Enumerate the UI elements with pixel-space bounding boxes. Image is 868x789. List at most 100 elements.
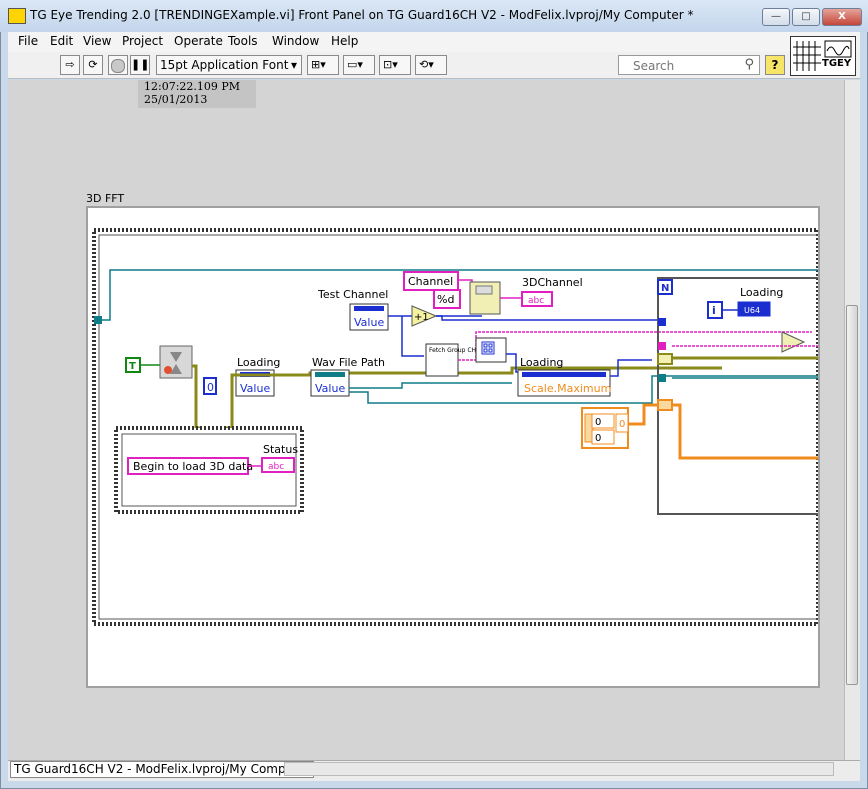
date-text: 25/01/2013 [144, 93, 208, 106]
loading2-ref-icon [522, 372, 606, 377]
abort-icon[interactable] [108, 55, 128, 75]
channel3d-indicator[interactable] [521, 291, 553, 307]
error-wire-3 [192, 364, 202, 430]
reorder-icon[interactable]: ⟲▾ [415, 55, 447, 75]
menu-edit[interactable]: Edit [50, 34, 74, 48]
for-loop-count-terminal [657, 279, 673, 295]
project-path: TG Guard16CH V2 - ModFelix.lvproj/My Com… [10, 761, 315, 778]
font-select[interactable]: 15pt Application Font▾ [156, 55, 302, 75]
run-continuously-icon[interactable]: ⟳ [83, 55, 103, 75]
hourglass-icon [170, 352, 182, 374]
horizontal-scrollbar[interactable] [284, 762, 834, 776]
array-value-0: 0 [595, 417, 601, 428]
test-channel-label: Test Channel [317, 288, 388, 301]
sequence-frame [92, 228, 818, 626]
minimize-button[interactable]: — [762, 8, 790, 26]
timer-dot-icon [164, 366, 172, 374]
loop-tunnel-teal [658, 374, 666, 382]
array-size-node[interactable] [475, 337, 507, 363]
menu-tools[interactable]: Tools [228, 34, 258, 48]
vertical-scrollbar-thumb[interactable] [846, 305, 858, 685]
menu-bar [8, 32, 860, 52]
run-arrow-icon[interactable]: ⇨ [60, 55, 80, 75]
time-text: 12:07:22.109 PM [144, 80, 241, 93]
channel3d-label: 3DChannel [522, 276, 583, 289]
compare-node [781, 331, 806, 353]
context-help-button[interactable]: ? [765, 55, 785, 75]
teal-path-wire [349, 382, 512, 389]
vi-icon-label: TGEY [822, 58, 852, 69]
for-loop-structure[interactable] [657, 277, 818, 515]
resize-objects-icon[interactable]: ⊡▾ [379, 55, 411, 75]
distribute-objects-icon[interactable]: ▭▾ [343, 55, 375, 75]
orange-array-wire [672, 403, 818, 460]
loading-u64-indicator[interactable] [737, 301, 771, 317]
increment-text: +1 [414, 312, 429, 323]
window-title: TG Eye Trending 2.0 [TRENDINGEXample.vi]… [30, 8, 694, 22]
array-index-text: 0 [619, 419, 625, 430]
search-icon[interactable]: ⚲ [744, 57, 754, 72]
for-loop-i-text: i [712, 304, 716, 317]
numeric-constant[interactable] [203, 377, 217, 395]
tunnel-teal [94, 316, 102, 324]
teal-wire-top [96, 269, 818, 321]
orange-const-wire [628, 403, 658, 426]
numeric-constant-text: 0 [207, 381, 214, 394]
font-select-value: 15pt Application Font [160, 58, 289, 72]
menu-operate[interactable]: Operate [174, 34, 223, 48]
channel-label: Channel [408, 275, 453, 288]
array-element-2 [591, 429, 615, 445]
search-input[interactable] [631, 58, 747, 74]
loop-tunnel-pink [658, 342, 666, 350]
menu-window[interactable]: Window [272, 34, 320, 48]
shift-register-error [657, 353, 673, 365]
status-label: Status [263, 443, 298, 456]
chevron-down-icon: ▾ [290, 58, 297, 72]
format-string-constant[interactable] [433, 289, 461, 309]
teal-path-wire-2 [349, 375, 818, 404]
status-abc-text: abc [268, 462, 284, 472]
format-string-text: %d [437, 293, 454, 306]
test-channel-ref-icon [354, 306, 384, 311]
shift-register-array [657, 399, 673, 411]
tab-3d-fft[interactable]: 3D FFT [86, 192, 125, 205]
labview-app-icon [8, 8, 26, 24]
loading-value-text: Value [240, 382, 270, 395]
maximize-button[interactable]: □ [792, 8, 820, 26]
menu-project[interactable]: Project [122, 34, 164, 48]
array-value-1: 0 [595, 433, 601, 444]
u64-text: U64 [744, 306, 760, 315]
fetch-group-node[interactable] [425, 343, 459, 377]
format-icon [475, 285, 493, 295]
sequence-frame-inner [98, 234, 818, 620]
title-bar[interactable] [0, 0, 868, 32]
fetch-group-text: Fetch Group CHNam [429, 347, 490, 354]
channel-label-frame [403, 271, 459, 291]
vi-icon-grid-icon [793, 40, 852, 71]
ref-wire [610, 359, 652, 377]
channel-wire-2 [401, 316, 424, 357]
channel3d-abc-text: abc [528, 296, 544, 306]
test-channel-value-text: Value [354, 316, 384, 329]
search-box[interactable]: ⚲ [618, 55, 760, 75]
menu-file[interactable]: File [18, 34, 39, 48]
align-objects-icon[interactable]: ⊞▾ [307, 55, 339, 75]
timestamp-indicator: 12:07:22.109 PM 25/01/2013 [138, 80, 256, 108]
close-button[interactable]: X [822, 8, 862, 26]
loop-tunnel-blue [658, 318, 666, 326]
pause-icon[interactable]: ❚❚ [130, 55, 150, 75]
boolean-constant-text: T [129, 361, 136, 372]
wav-ref-icon [315, 372, 345, 377]
loop-count-wire [436, 315, 658, 321]
status-string-text: Begin to load 3D data [133, 460, 253, 473]
loading2-label: Loading [520, 356, 563, 369]
error-wire-1 [274, 366, 722, 377]
array-size-wire [506, 353, 518, 373]
menu-view[interactable]: View [83, 34, 112, 48]
menu-help[interactable]: Help [331, 34, 359, 48]
vi-icon[interactable] [790, 36, 856, 76]
increment-node[interactable] [411, 305, 438, 327]
array-element-1 [591, 413, 615, 429]
for-loop-n-text: N [661, 283, 669, 294]
status-indicator[interactable] [261, 457, 295, 473]
